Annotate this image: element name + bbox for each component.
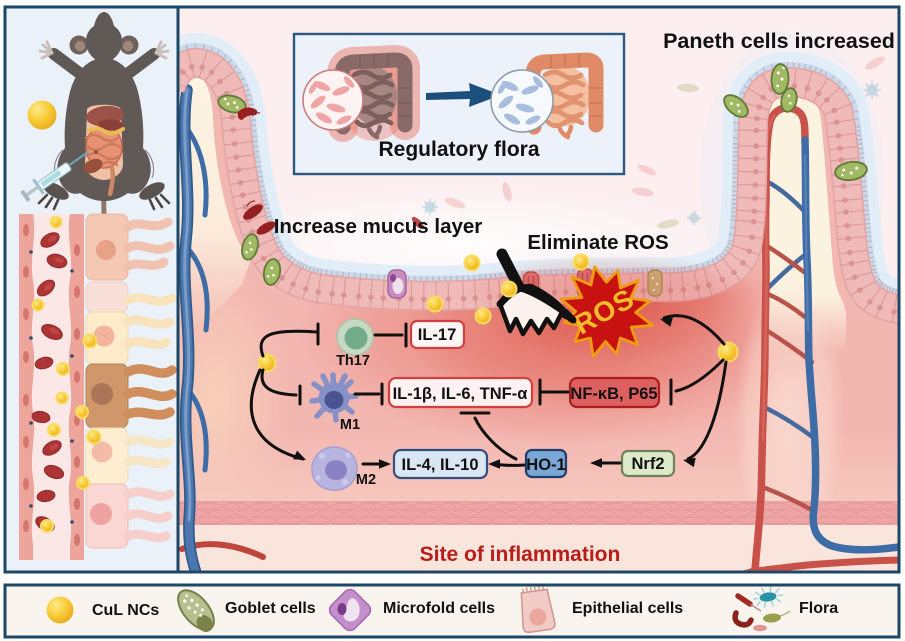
svg-text:NF-κB, P65: NF-κB, P65 bbox=[570, 385, 657, 403]
svg-text:IL-17: IL-17 bbox=[418, 326, 457, 344]
svg-text:Epithelial cells: Epithelial cells bbox=[572, 600, 683, 617]
svg-text:Regulatory flora: Regulatory flora bbox=[378, 138, 539, 161]
svg-text:Site of inflammation: Site of inflammation bbox=[420, 543, 621, 566]
svg-text:Th17: Th17 bbox=[336, 353, 370, 369]
svg-text:Paneth cells increased: Paneth cells increased bbox=[663, 29, 895, 53]
svg-text:M2: M2 bbox=[356, 472, 376, 488]
svg-text:Flora: Flora bbox=[799, 600, 838, 617]
svg-text:HO-1: HO-1 bbox=[526, 456, 565, 474]
svg-text:Microfold cells: Microfold cells bbox=[383, 600, 495, 617]
svg-text:IL-4, IL-10: IL-4, IL-10 bbox=[401, 456, 478, 474]
svg-text:M1: M1 bbox=[340, 417, 360, 433]
svg-text:Eliminate ROS: Eliminate ROS bbox=[527, 231, 668, 254]
svg-text:IL-1β, IL-6, TNF-α: IL-1β, IL-6, TNF-α bbox=[393, 385, 528, 403]
svg-text:Nrf2: Nrf2 bbox=[631, 455, 664, 473]
svg-text:Goblet cells: Goblet cells bbox=[225, 600, 316, 617]
svg-text:Increase mucus layer: Increase mucus layer bbox=[274, 215, 483, 238]
svg-text:CuL NCs: CuL NCs bbox=[92, 602, 159, 619]
